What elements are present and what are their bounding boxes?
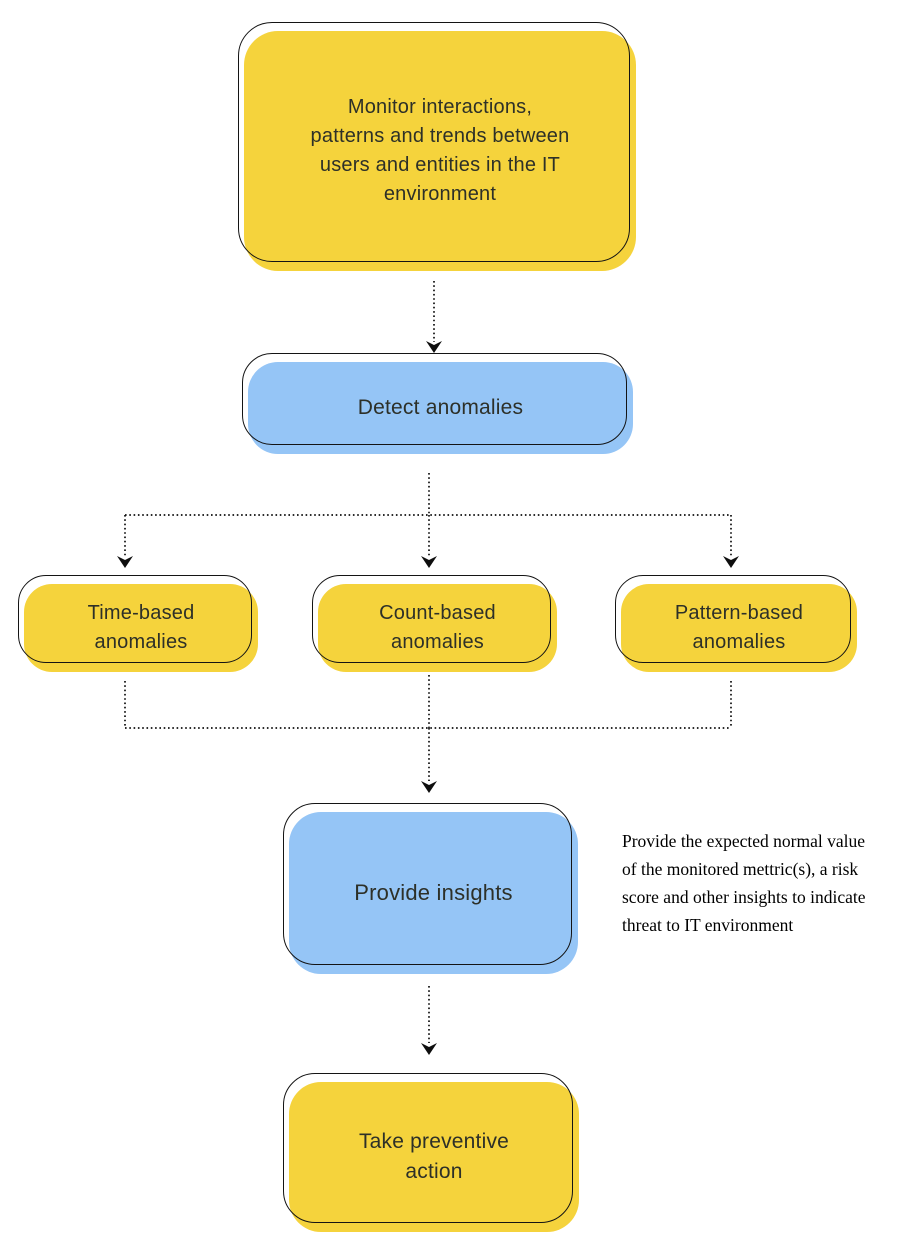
node-outline [283, 803, 572, 965]
flow-node-detect-anomalies: Detect anomalies [242, 353, 633, 454]
node-outline [18, 575, 252, 663]
node-outline [283, 1073, 573, 1223]
node-shadow-fill [289, 1082, 579, 1232]
flow-node-count-based-anomalies: Count-based anomalies [312, 575, 557, 672]
node-outline [312, 575, 551, 663]
node-shadow-fill [289, 812, 578, 974]
node-shadow-fill [24, 584, 258, 672]
node-label: Provide insights [354, 880, 513, 906]
node-outline [242, 353, 627, 445]
node-shadow-fill [248, 362, 633, 454]
node-shadow-fill [318, 584, 557, 672]
arrow-to-count-based [421, 515, 437, 568]
flow-node-take-preventive-action: Take preventive action [283, 1073, 579, 1232]
node-outline [615, 575, 851, 663]
node-shadow-fill [244, 31, 636, 271]
node-label: Take preventive action [358, 1129, 510, 1183]
arrow-to-time-based [117, 515, 133, 568]
arrow-to-provide-insights [421, 728, 437, 793]
node-label: Monitor interactions, patterns and trend… [310, 96, 570, 205]
node-label: Detect anomalies [357, 395, 524, 419]
node-label: Time-based anomalies [87, 602, 195, 653]
flow-node-pattern-based-anomalies: Pattern-based anomalies [615, 575, 857, 672]
arrow-provide-to-take [421, 986, 437, 1055]
node-label: Pattern-based anomalies [674, 602, 804, 653]
node-label: Count-based anomalies [379, 602, 496, 653]
arrow-monitor-to-detect [426, 281, 442, 353]
flow-node-provide-insights: Provide insights [283, 803, 578, 974]
flow-node-monitor: Monitor interactions, patterns and trend… [238, 22, 636, 271]
arrow-to-pattern-based [723, 515, 739, 568]
flow-node-time-based-anomalies: Time-based anomalies [18, 575, 258, 672]
node-outline [238, 22, 630, 262]
insights-annotation-text: Provide the expected normal value of the… [622, 831, 866, 935]
node-shadow-fill [621, 584, 857, 672]
